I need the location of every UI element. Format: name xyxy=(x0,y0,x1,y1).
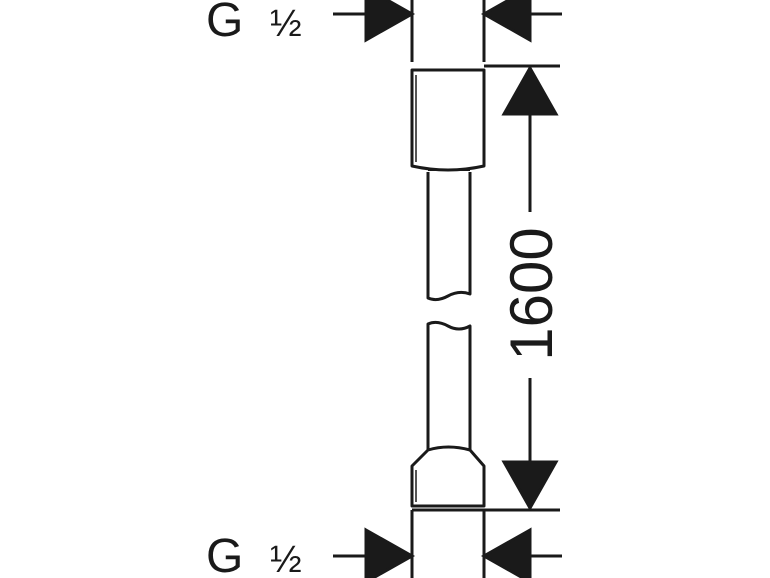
upper-hose-segment xyxy=(426,172,472,302)
top-thread-dimension xyxy=(333,0,562,43)
top-thread-letter: G xyxy=(206,0,243,47)
bottom-right-arrow xyxy=(480,527,532,578)
length-bottom-arrow xyxy=(501,460,559,512)
top-thread-label: G ½ xyxy=(206,0,302,47)
shower-hose xyxy=(410,68,486,512)
lower-hose-segment xyxy=(426,320,472,450)
bottom-thread-dimension xyxy=(333,527,562,578)
length-dimension-text: 1600 xyxy=(498,227,565,360)
bottom-left-arrow xyxy=(364,527,416,578)
bottom-thread-fraction: ½ xyxy=(270,539,302,578)
bottom-thread-label: G ½ xyxy=(206,530,302,578)
bottom-fitting-extension-lines xyxy=(410,510,486,578)
top-fitting-extension-lines xyxy=(410,0,486,62)
top-right-arrow xyxy=(480,0,532,43)
top-left-arrow xyxy=(364,0,416,43)
bottom-thread-letter: G xyxy=(206,530,243,578)
top-nut xyxy=(410,68,486,172)
bottom-nut xyxy=(410,445,486,508)
length-top-arrow xyxy=(501,64,559,116)
length-dimension xyxy=(484,64,560,512)
top-thread-fraction: ½ xyxy=(270,3,302,45)
